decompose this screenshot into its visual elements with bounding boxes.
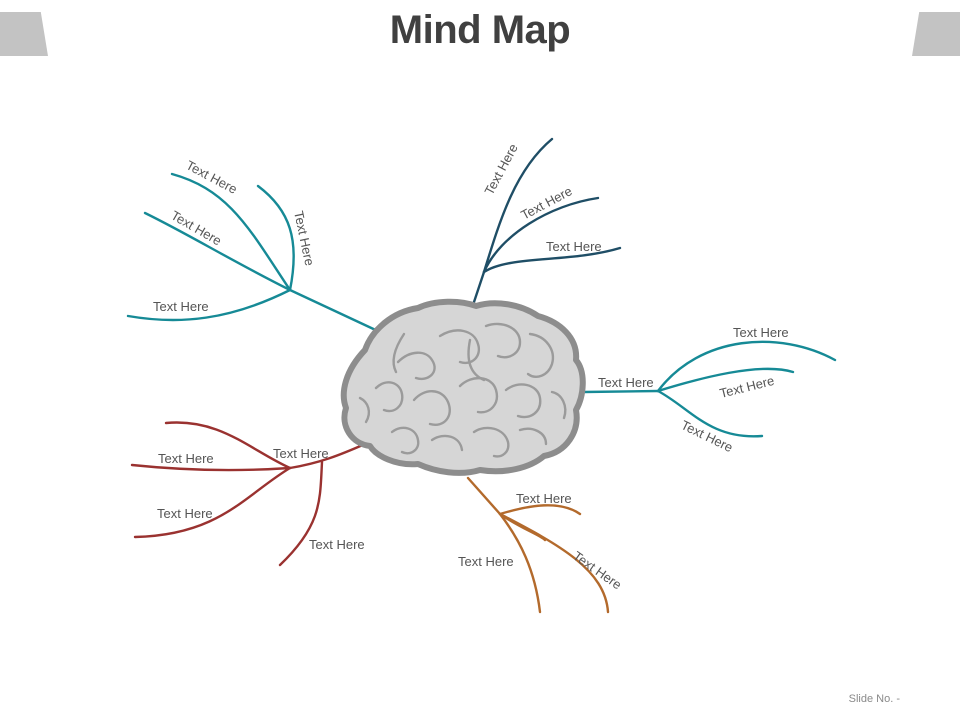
brain-fold (526, 332, 555, 378)
brain-fold (412, 390, 451, 426)
page-title: Mind Map (389, 8, 571, 52)
branch-right-label-2: Text Here (718, 373, 776, 401)
branch-bottom-left-twig-4 (278, 460, 324, 567)
branch-bottom-left-twig-1 (164, 421, 292, 470)
branch-top-left-label-3: Text Here (169, 208, 225, 249)
branch-bottom-twig-3 (498, 512, 610, 614)
branch-right-twig-1 (656, 340, 837, 393)
branch-bottom-left-twig-3 (133, 466, 292, 539)
branch-bottom-left-trunk (288, 442, 367, 470)
brain-fold (550, 390, 567, 420)
brain-fold (392, 332, 406, 374)
branch-bottom-left-label-3: Text Here (309, 537, 365, 552)
branch-bottom-left-main-label: Text Here (273, 446, 329, 461)
branch-right-twig-2 (656, 367, 795, 393)
brain-fold (458, 377, 499, 414)
branch-top-right-twig-3 (482, 246, 622, 274)
branch-bottom-left-label-2: Text Here (157, 506, 213, 521)
brain-fold (358, 396, 371, 424)
branch-right-twig-3 (656, 389, 764, 438)
brain-fold (374, 381, 404, 413)
branch-right-main-label: Text Here (598, 375, 654, 390)
left-corner-tab (0, 12, 48, 56)
right-corner-tab (912, 12, 960, 56)
branch-right-label-1: Text Here (733, 325, 789, 340)
branch-top-right-trunk (472, 270, 486, 304)
branch-top-right-label-3: Text Here (546, 239, 602, 254)
branch-top-left-twig-4 (126, 288, 292, 322)
branch-top-right-label-2: Text Here (518, 183, 574, 222)
branch-top-right-twig-2 (482, 196, 600, 274)
brain-fold (396, 351, 436, 381)
branch-bottom-left: Text Here Text Here Text Here Text Here (130, 421, 367, 567)
brain-fold (484, 322, 522, 359)
branch-top-right-twig-1 (482, 137, 554, 274)
branch-top-left-twig-1 (170, 172, 292, 292)
branch-bottom-label-2: Text Here (458, 554, 514, 569)
brain-fold (467, 338, 486, 382)
branch-top-left-twig-2 (256, 184, 295, 292)
brain-fold (518, 427, 548, 446)
branch-bottom-label-1: Text Here (516, 491, 572, 506)
branch-bottom-trunk (466, 476, 502, 516)
branch-bottom: Text Here Text Here Text Here (458, 476, 624, 614)
branch-top-left-trunk (288, 288, 384, 335)
branch-bottom-label-3: Text Here (570, 548, 624, 592)
brain-fold (430, 434, 464, 452)
branch-bottom-left-label-1: Text Here (158, 451, 214, 466)
brain-fold (504, 383, 542, 419)
slide-number: Slide No. - (848, 693, 900, 705)
brain-fold (390, 426, 420, 455)
branch-bottom-left-twig-2 (130, 463, 292, 472)
branch-bottom-twig-1 (498, 504, 582, 516)
branch-right-trunk (582, 389, 660, 394)
branch-top-left-label-2: Text Here (291, 210, 317, 268)
brain-icon (340, 298, 586, 476)
branch-top-right: Text Here Text Here Text Here (472, 137, 622, 304)
branch-right: Text Here Text Here Text Here Text Here (582, 325, 837, 455)
branch-bottom-twig-4 (498, 512, 547, 542)
brain-fold (472, 426, 510, 458)
branch-top-left-label-4: Text Here (153, 299, 209, 314)
brain-outline (340, 298, 586, 476)
branch-top-left-twig-3 (143, 211, 292, 292)
branch-top-left: Text Here Text Here Text Here Text Here (126, 157, 384, 335)
branch-bottom-twig-2 (498, 512, 542, 614)
